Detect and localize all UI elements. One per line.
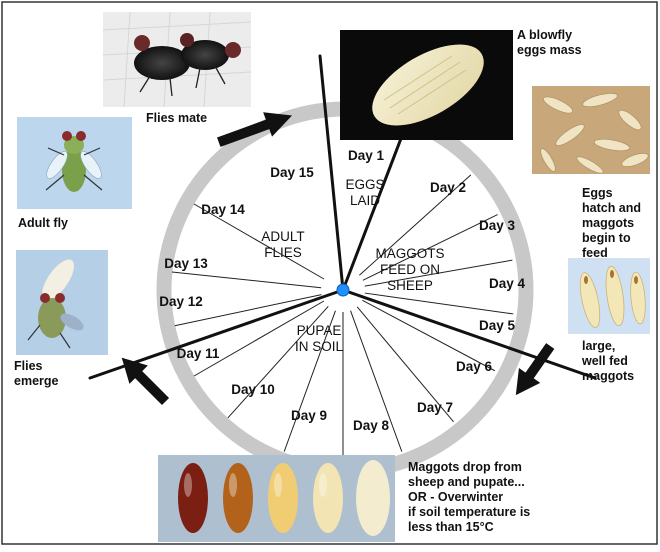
phase-adult-1: ADULT (261, 229, 304, 244)
phase-eggs-1: EGGS (345, 177, 384, 192)
day-label-6: Day 6 (456, 359, 493, 374)
day-label-3: Day 3 (479, 218, 516, 233)
pupae-photo (158, 455, 395, 542)
caption-drop-4: if soil temperature is (408, 505, 530, 519)
caption-flies-mate: Flies mate (146, 111, 207, 125)
caption-hatch-5: feed (582, 246, 608, 260)
caption-egg-mass-2: eggs mass (517, 43, 582, 57)
caption-large-1: large, (582, 339, 615, 353)
day-label-12: Day 12 (159, 294, 203, 309)
egg-mass-photo (340, 28, 513, 142)
caption-drop-3: OR - Overwinter (408, 490, 503, 504)
flies-mating-photo (103, 12, 251, 107)
day-label-5: Day 5 (479, 318, 516, 333)
day-label-8: Day 8 (353, 418, 390, 433)
caption-emerge-2: emerge (14, 374, 59, 388)
phase-maggots-2: FEED ON (380, 262, 440, 277)
caption-drop-1: Maggots drop from (408, 460, 522, 474)
caption-emerge-1: Flies (14, 359, 43, 373)
phase-maggots-3: SHEEP (387, 278, 433, 293)
caption-adult-fly: Adult fly (18, 216, 68, 230)
caption-drop-2: sheep and pupate... (408, 475, 525, 489)
maggots-hatching-photo (532, 86, 650, 176)
day-label-10: Day 10 (231, 382, 275, 397)
caption-egg-mass-1: A blowfly (517, 28, 572, 42)
day-label-13: Day 13 (164, 256, 208, 271)
caption-large-3: maggots (582, 369, 634, 383)
caption-hatch-2: hatch and (582, 201, 641, 215)
large-maggots-photo (568, 258, 650, 334)
day-label-7: Day 7 (417, 400, 453, 415)
day-label-11: Day 11 (177, 346, 220, 361)
day-label-4: Day 4 (489, 276, 526, 291)
caption-hatch-4: begin to (582, 231, 631, 245)
phase-pupae-1: PUPAE (297, 323, 342, 338)
day-label-14: Day 14 (201, 202, 245, 217)
day-label-2: Day 2 (430, 180, 466, 195)
caption-drop-5: less than 15°C (408, 520, 494, 534)
phase-eggs-2: LAID (350, 193, 380, 208)
caption-hatch-1: Eggs (582, 186, 613, 200)
phase-pupae-2: IN SOIL (295, 339, 344, 354)
day-label-9: Day 9 (291, 408, 327, 423)
fly-emerging-photo (16, 250, 108, 355)
phase-maggots-1: MAGGOTS (375, 246, 444, 261)
adult-fly-photo (17, 117, 132, 209)
phase-adult-2: FLIES (264, 245, 302, 260)
day-label-1: Day 1 (348, 148, 385, 163)
caption-hatch-3: maggots (582, 216, 634, 230)
caption-large-2: well fed (581, 354, 628, 368)
day-label-15: Day 15 (270, 165, 314, 180)
cycle-hub (337, 284, 349, 296)
